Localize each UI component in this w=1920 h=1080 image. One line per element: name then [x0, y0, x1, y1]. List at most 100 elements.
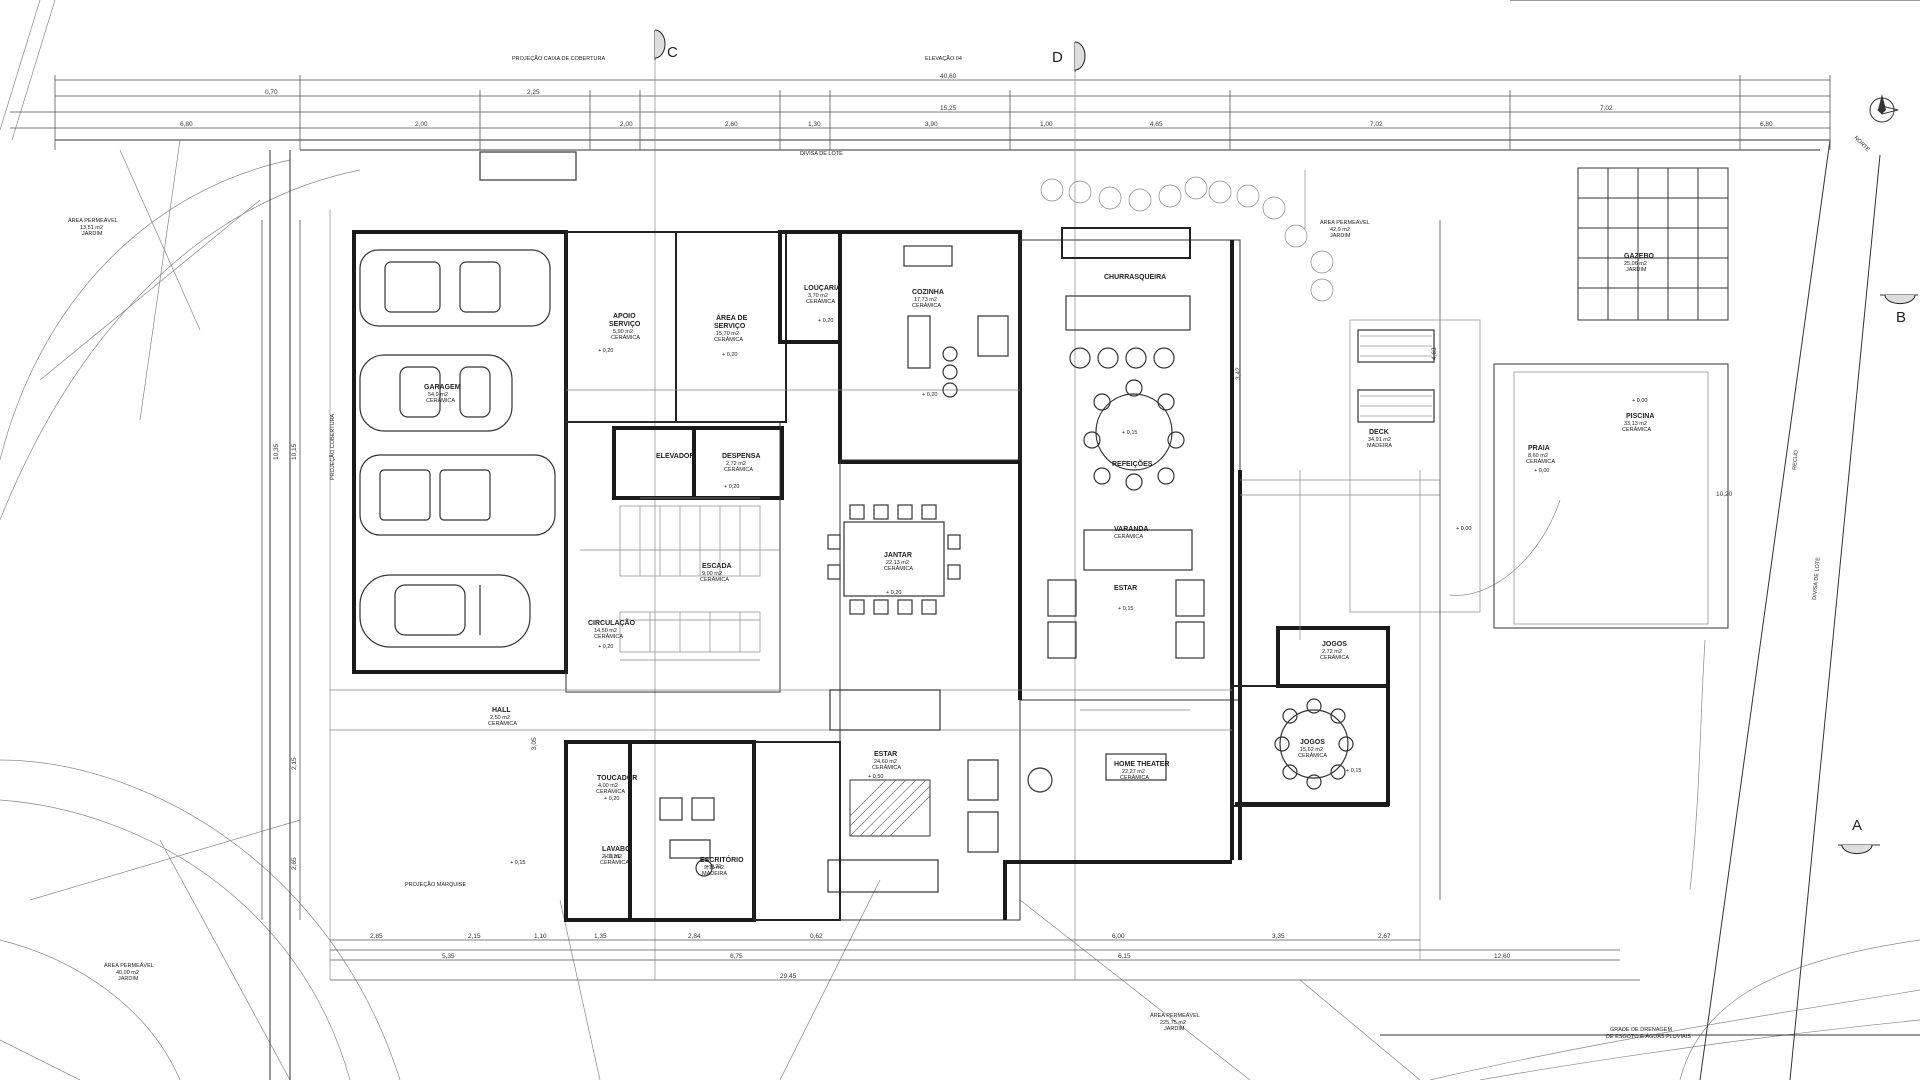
svg-text:2,72 m2: 2,72 m2 [726, 461, 746, 467]
hearth-hatch [849, 779, 931, 837]
dim-side-l2: 10,15 [291, 443, 298, 460]
room-area-permeavel-top: ÁREA PERMEÁVEL 42,9 m2 JARDIM [1320, 219, 1370, 239]
dim-top-1: 0,70 [265, 89, 278, 96]
dim-bot2-3: 6,15 [1118, 953, 1131, 960]
room-area-permeavel-bottom: ÁREA PERMEÁVEL 225,75 m2 JARDIM [1150, 1012, 1200, 1032]
level-cozinha: + 0,20 [922, 392, 937, 398]
svg-text:TOUCADOR: TOUCADOR [597, 775, 637, 782]
svg-text:GAZEBO: GAZEBO [1624, 253, 1655, 260]
room-apoio-servico: APOIO SERVIÇO 5,90 m2 CERÂMICA [609, 313, 641, 341]
bottom-dimensions: 2,85 2,15 1,10 1,35 2,84 0,62 6,00 3,35 … [330, 933, 1620, 980]
svg-text:CERÂMICA: CERÂMICA [600, 859, 629, 866]
room-elevador: ELEVADOR [656, 453, 694, 460]
svg-text:22,13 m2: 22,13 m2 [886, 560, 909, 566]
svg-text:4,00 m2: 4,00 m2 [598, 783, 618, 789]
svg-text:SERVIÇO: SERVIÇO [609, 321, 641, 328]
svg-text:CERÂMICA: CERÂMICA [872, 764, 901, 771]
dim-bot-1: 2,85 [370, 933, 383, 940]
garden-trees [1040, 176, 1334, 302]
dim-bot-5: 2,84 [688, 933, 701, 940]
svg-text:34,91 m2: 34,91 m2 [1368, 437, 1391, 443]
dim-bot-8: 3,35 [1272, 933, 1285, 940]
svg-text:MADEIRA: MADEIRA [702, 871, 727, 877]
svg-text:JARDIM: JARDIM [1330, 233, 1351, 239]
dim-bot-7: 6,00 [1112, 933, 1125, 940]
level-despensa: + 0,20 [724, 484, 739, 490]
svg-text:CERÂMICA: CERÂMICA [1320, 654, 1349, 661]
note-drainage-2: DE ESGOTO E ÁGUAS PLUVIAIS [1606, 1033, 1691, 1040]
room-area-permeavel-left: ÁREA PERMEÁVEL 13,51 m2 JARDIM [68, 217, 118, 237]
svg-text:CERÂMICA: CERÂMICA [912, 302, 941, 309]
svg-text:9,15 m2: 9,15 m2 [704, 865, 724, 871]
svg-text:DECK: DECK [1369, 429, 1389, 436]
dim-r2-8: 4,65 [1150, 121, 1163, 128]
room-cozinha: COZINHA 17,73 m2 CERÂMICA [912, 289, 944, 309]
dim-bot-2: 2,15 [468, 933, 481, 940]
level-piscina: + 0,00 [1632, 398, 1647, 404]
svg-text:CERÂMICA: CERÂMICA [700, 576, 729, 583]
svg-text:CERÂMICA: CERÂMICA [1298, 752, 1327, 759]
svg-text:JARDIM: JARDIM [1164, 1026, 1185, 1032]
dim-bot-9: 2,67 [1378, 933, 1391, 940]
svg-text:HALL: HALL [492, 707, 511, 714]
dim-bot2-2: 6,75 [730, 953, 743, 960]
room-varanda: VARANDA CERÂMICA [1114, 526, 1148, 540]
dim-top-4: 7,02 [1600, 105, 1613, 112]
dim-side-l1: 10,35 [273, 443, 280, 460]
note-projection-marquise: PROJEÇÃO MARQUISE [405, 881, 466, 888]
dim-r2-4: 2,60 [725, 121, 738, 128]
section-marker-d: D [1052, 41, 1086, 980]
dim-r2-6: 3,90 [925, 121, 938, 128]
svg-text:CERÂMICA: CERÂMICA [1526, 458, 1555, 465]
dim-r2-10: 6,80 [1760, 121, 1773, 128]
top-dimensions: 40,60 0,70 2,25 15,25 7,02 6,80 2,00 2,0… [10, 73, 1831, 150]
svg-text:15,70 m2: 15,70 m2 [716, 331, 739, 337]
level-markers: + 0,20 + 0,20 + 0,20 + 0,20 + 0,15 + 0,1… [510, 318, 1647, 870]
level-jogos: + 0,15 [1346, 768, 1361, 774]
svg-text:SERVIÇO: SERVIÇO [714, 323, 746, 330]
svg-text:HOME THEATER: HOME THEATER [1114, 761, 1169, 768]
svg-text:APOIO: APOIO [613, 313, 636, 320]
dim-side-r2: 10,20 [1716, 491, 1733, 498]
svg-text:24,60 m2: 24,60 m2 [874, 759, 897, 765]
svg-text:33,13 m2: 33,13 m2 [1624, 421, 1647, 427]
note-projection-cobertura: PROJEÇÃO COBERTURA [329, 413, 336, 480]
lot-boundary [55, 0, 1920, 1080]
note-projection-top: PROJEÇÃO CAIXA DE COBERTURA [512, 55, 605, 62]
room-escritorio: ESCRITÓRIO 9,15 m2 MADEIRA [700, 855, 744, 877]
room-toucador: TOUCADOR 4,00 m2 CERÂMICA [596, 775, 637, 795]
room-deck: DECK 34,91 m2 MADEIRA [1367, 429, 1392, 449]
svg-text:42,9 m2: 42,9 m2 [1330, 227, 1350, 233]
room-escada: ESCADA 9,00 m2 CERÂMICA [700, 563, 732, 583]
svg-text:CERÂMICA: CERÂMICA [594, 633, 623, 640]
dim-side-l5: 2,65 [291, 857, 298, 870]
svg-text:ESTAR: ESTAR [874, 751, 897, 758]
level-circulacao: + 0,20 [598, 644, 613, 650]
room-estar-lower: ESTAR 24,60 m2 CERÂMICA [872, 751, 901, 771]
dim-bot-3: 1,10 [534, 933, 547, 940]
svg-text:GARAGEM: GARAGEM [424, 384, 461, 391]
svg-text:ÁREA PERMEÁVEL: ÁREA PERMEÁVEL [68, 217, 118, 224]
svg-text:ESCADA: ESCADA [702, 563, 732, 570]
svg-text:3,70 m2: 3,70 m2 [808, 293, 828, 299]
svg-text:JARDIM: JARDIM [118, 976, 139, 982]
room-piscina: PISCINA 33,13 m2 CERÂMICA [1622, 413, 1654, 433]
dim-top-total: 40,60 [940, 73, 957, 80]
note-drainage-1: GRADE DE DRENAGEM [1610, 1027, 1672, 1033]
dim-r2-3: 2,00 [620, 121, 633, 128]
dim-r2-2: 2,00 [415, 121, 428, 128]
section-marker-c: C [654, 29, 678, 980]
svg-text:CERÂMICA: CERÂMICA [596, 788, 625, 795]
svg-text:LAVABO: LAVABO [602, 846, 631, 853]
dim-side-l4: 3,05 [531, 737, 538, 750]
note-recuo: RECUO [1792, 449, 1800, 470]
level-deck: + 0,00 [1456, 526, 1471, 532]
dim-r2-5: 1,30 [808, 121, 821, 128]
svg-text:JOGOS: JOGOS [1300, 739, 1325, 746]
svg-text:CERÂMICA: CERÂMICA [806, 298, 835, 305]
svg-text:CERÂMICA: CERÂMICA [714, 336, 743, 343]
svg-text:DESPENSA: DESPENSA [722, 453, 761, 460]
svg-text:CERÂMICA: CERÂMICA [426, 397, 455, 404]
dim-bot-total: 29,45 [780, 973, 797, 980]
